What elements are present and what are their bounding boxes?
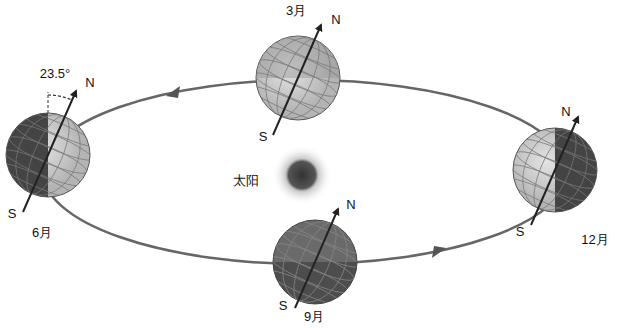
sun — [272, 145, 332, 205]
pole-label: S — [279, 299, 288, 313]
pole-label: N — [331, 13, 340, 27]
earth-axis — [273, 25, 321, 135]
sun-label: 太阳 — [233, 174, 259, 188]
pole-label: N — [561, 105, 570, 119]
pole-label: S — [516, 225, 525, 239]
pole-label: S — [8, 207, 17, 221]
pole-label: N — [85, 76, 94, 90]
orbit-arrow — [432, 246, 446, 258]
tilt-arc — [48, 95, 72, 100]
month-label: 12月 — [581, 233, 608, 247]
month-label: 6月 — [32, 226, 52, 240]
pole-label: N — [346, 198, 355, 212]
angle-label: 23.5° — [40, 67, 71, 81]
pole-label: S — [259, 130, 268, 144]
month-label: 3月 — [286, 4, 306, 18]
month-label: 9月 — [304, 310, 324, 324]
earth-axis — [23, 91, 76, 212]
earth-december — [500, 115, 611, 226]
earth-axis — [531, 117, 578, 225]
earth-june — [0, 100, 103, 211]
orbit-arrow — [166, 86, 180, 98]
earth-axis — [295, 209, 338, 308]
earth-september — [260, 207, 371, 318]
